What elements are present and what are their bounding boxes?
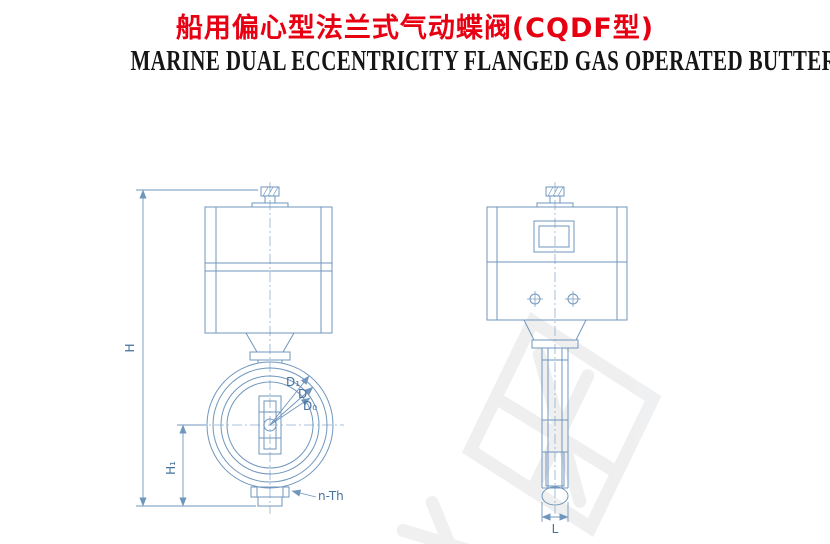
dim-label-h1: H₁	[164, 461, 178, 475]
page-title-chinese: 船用偏心型法兰式气动蝶阀(CQDF型)	[175, 13, 655, 44]
dim-label-h: H	[123, 343, 137, 352]
page-title-english-text: MARINE DUAL ECCENTRICITY FLANGED GAS OPE…	[130, 46, 830, 77]
dim-label-n-th: n-Th	[318, 489, 344, 503]
page-title-english: MARINE DUAL ECCENTRICITY FLANGED GAS OPE…	[0, 46, 830, 78]
dim-label-l: L	[552, 522, 559, 536]
dim-label-d0: D₀	[303, 399, 317, 413]
dim-label-d1: D₁	[286, 375, 300, 389]
dim-label-d: D	[298, 387, 307, 401]
watermark-seal-partial	[396, 496, 494, 544]
watermark-seal	[461, 311, 662, 537]
side-view-drawing: L	[486, 182, 628, 536]
front-view-drawing: D₁ D D₀ n-Th H H₁	[123, 182, 344, 514]
